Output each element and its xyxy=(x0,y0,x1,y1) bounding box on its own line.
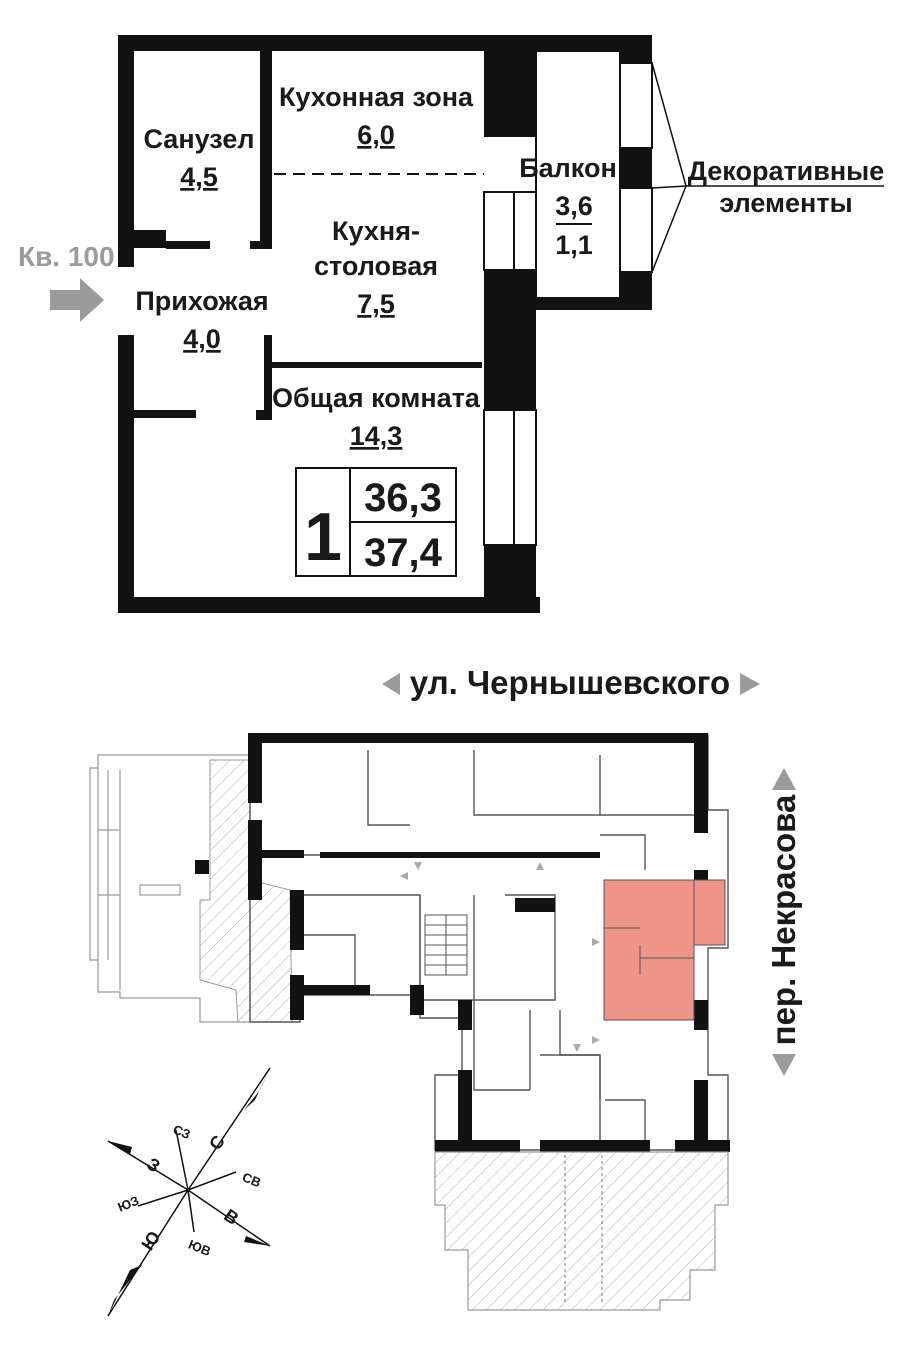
room-kitchen-dining-name: Кухня- xyxy=(332,216,420,246)
street-up-arrow-icon xyxy=(772,768,796,790)
room-kitchen-dining-name-2: столовая xyxy=(314,251,438,281)
compass-nw-label: СЗ xyxy=(171,1122,193,1142)
apartment-walls xyxy=(118,35,652,613)
room-count: 1 xyxy=(304,499,342,575)
compass: С Ю З В СЗ СВ ЮЗ ЮВ xyxy=(107,1067,271,1317)
entry-arrow-icon xyxy=(50,278,104,322)
compass-sw-label: ЮЗ xyxy=(116,1193,142,1215)
room-kitchen-zone-area: 6,0 xyxy=(357,120,395,150)
room-living-area: 14,3 xyxy=(350,421,403,451)
street-right-label: пер. Некрасова xyxy=(765,794,802,1045)
decor-label-line2: элементы xyxy=(719,188,852,218)
room-living-name: Общая комната xyxy=(272,383,481,413)
room-bathroom-name: Санузел xyxy=(143,124,254,154)
entry-arrows xyxy=(400,862,600,1052)
compass-west-arrow-icon xyxy=(108,1141,132,1154)
living-area-value: 36,3 xyxy=(364,476,442,520)
total-area-value: 37,4 xyxy=(364,531,443,575)
building-walls xyxy=(195,733,730,1152)
room-balcony-area-reduced: 1,1 xyxy=(555,230,593,260)
room-hallway-name: Прихожая xyxy=(135,286,268,316)
room-balcony-name: Балкон xyxy=(519,153,617,183)
room-balcony-area: 3,6 xyxy=(555,191,593,221)
room-hallway-area: 4,0 xyxy=(183,324,221,354)
street-down-arrow-icon xyxy=(772,1054,796,1076)
room-kitchen-zone-name: Кухонная зона xyxy=(279,82,474,112)
highlighted-apartment xyxy=(603,879,726,1021)
decor-label-line1: Декоративные xyxy=(688,156,885,186)
street-top-label: ул. Чернышевского xyxy=(410,664,730,701)
hatched-area-left xyxy=(199,759,293,1023)
room-kitchen-dining-area: 7,5 xyxy=(357,289,395,319)
stairwell xyxy=(424,914,468,976)
adjacent-building xyxy=(89,754,251,1023)
compass-ne-label: СВ xyxy=(240,1169,263,1190)
decor-pointer-lines xyxy=(651,62,884,273)
area-summary-box: 1 36,3 37,4 xyxy=(295,467,457,577)
street-left-arrow-icon xyxy=(382,673,400,695)
room-bathroom-area: 4,5 xyxy=(180,162,218,192)
windows xyxy=(483,50,653,546)
compass-south-label: Ю xyxy=(138,1227,165,1254)
hatched-area-bottom xyxy=(434,1151,729,1311)
compass-se-label: ЮВ xyxy=(186,1237,213,1259)
compass-east-arrow-icon xyxy=(244,1236,270,1246)
neighbor-apartment-label: Кв. 100 xyxy=(18,241,115,272)
street-right-arrow-icon xyxy=(740,673,760,695)
